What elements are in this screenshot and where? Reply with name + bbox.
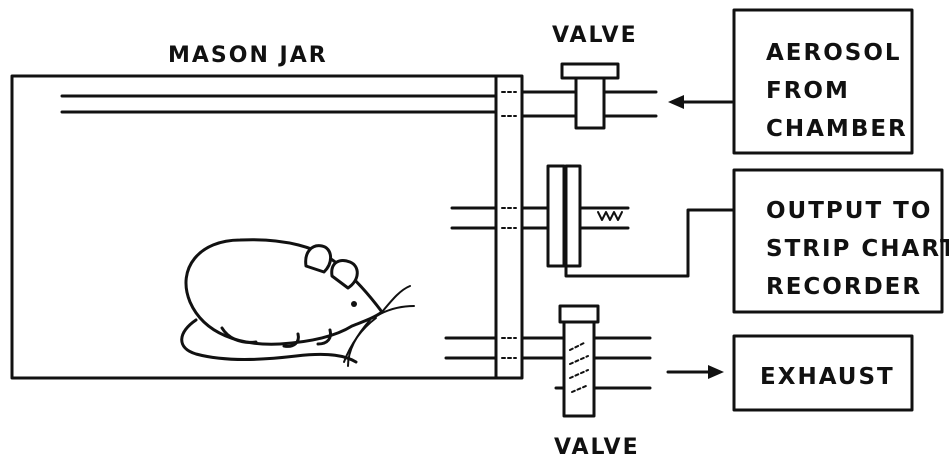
valve-cap [558, 304, 600, 324]
exhaust-arrow [666, 365, 724, 379]
jar-lid [494, 74, 524, 380]
aerosol-box-line-1: AEROSOL [766, 40, 902, 66]
mouse-eye [351, 301, 357, 307]
valve-cap [560, 62, 620, 80]
valve-label-bottom: VALVE [554, 435, 640, 460]
mouse-tail [180, 318, 358, 364]
mouse-whisker [379, 305, 415, 315]
exhaust-box-frame [732, 334, 914, 412]
arrow-head-right [708, 365, 724, 379]
sensor-transducer [450, 164, 736, 278]
aerosol-box-frame [732, 8, 914, 155]
mouse-front-paws [282, 328, 332, 348]
output-box-frame [732, 168, 944, 314]
signal-wire [564, 208, 736, 278]
sensor-plate-right [564, 164, 582, 268]
mouse-illustration [180, 238, 415, 367]
exhaust-box: EXHAUST [732, 334, 914, 412]
mouse-body [184, 238, 384, 346]
mouse-ear-back [304, 244, 332, 274]
resistor-symbol [597, 211, 623, 221]
sensor-plate-left [546, 164, 566, 268]
mouse-whisker [381, 285, 411, 313]
inlet-valve [520, 62, 658, 130]
jar-label: MASON JAR [168, 43, 328, 68]
valve-body [574, 74, 606, 130]
output-box-line-3: RECORDER [766, 274, 922, 300]
output-box-line-2: STRIP CHART [766, 236, 949, 262]
mouse-hind-leg [220, 326, 258, 344]
exhaust-box-line-1: EXHAUST [760, 364, 895, 390]
exhaust-valve [444, 304, 652, 418]
mouse-whisker [347, 319, 371, 367]
output-box-line-1: OUTPUT TO [766, 198, 932, 224]
output-box: OUTPUT TO STRIP CHART RECORDER [732, 168, 949, 314]
valve-label-top: VALVE [552, 23, 638, 48]
aerosol-box: AEROSOL FROM CHAMBER [732, 8, 914, 155]
valve-internal-hatch [569, 341, 589, 393]
aerosol-box-line-3: CHAMBER [766, 116, 908, 142]
aerosol-arrow [668, 95, 734, 109]
valve-body [562, 318, 596, 418]
mouse-ear-front [330, 259, 359, 290]
arrow-head-left [668, 95, 684, 109]
aerosol-box-line-2: FROM [766, 78, 850, 104]
